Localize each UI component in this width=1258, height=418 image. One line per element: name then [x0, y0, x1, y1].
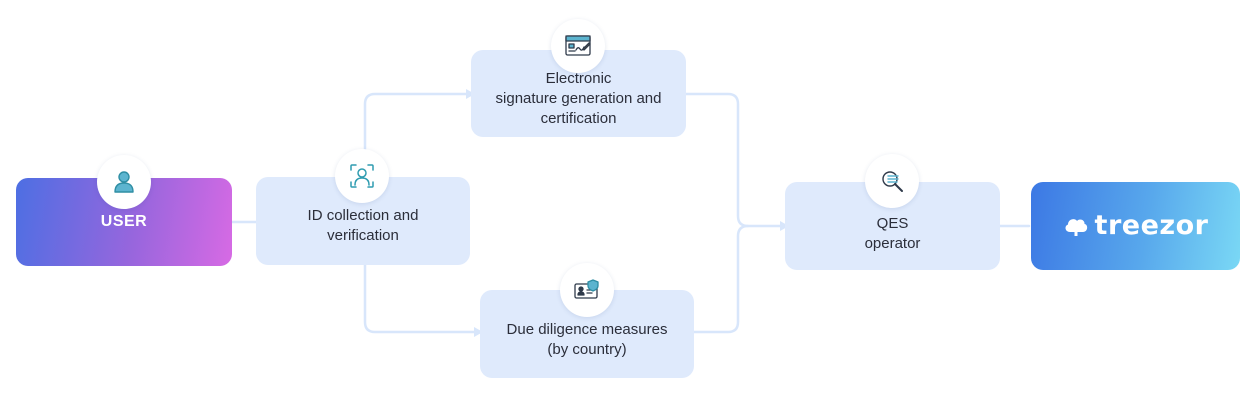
- id-collection-label: ID collection and verification: [307, 207, 419, 244]
- edge-id-to-esignature: [363, 92, 470, 179]
- cloud-logo-icon: [1065, 219, 1087, 236]
- user-node-label: USER: [100, 213, 148, 230]
- arrowhead-duediligence: [474, 327, 483, 337]
- due-diligence-badge: [560, 263, 614, 317]
- e-signature-badge: [551, 19, 605, 73]
- magnifier-icon: [882, 171, 903, 192]
- qes-label: QES operator: [864, 215, 921, 252]
- arrowhead-esignature: [466, 89, 475, 99]
- treezor-logo: treezor: [1063, 210, 1209, 241]
- user-badge: [97, 155, 151, 209]
- signature-document-icon: [565, 35, 591, 56]
- id-card-shield-icon: [574, 279, 599, 299]
- face-scan-icon: [350, 164, 374, 188]
- edge-esignature-to-qes: [684, 92, 784, 228]
- e-signature-label: Electronic signature generation and cert…: [495, 69, 662, 127]
- id-collection-badge: [335, 149, 389, 203]
- edge-id-to-duediligence: [363, 263, 478, 334]
- treezor-label: treezor: [1094, 210, 1209, 241]
- qes-badge: [865, 154, 919, 208]
- due-diligence-label: Due diligence measures (by country): [506, 321, 668, 358]
- edge-duediligence-to-qes: [692, 224, 750, 334]
- user-icon: [114, 171, 134, 193]
- arrowhead-qes: [780, 221, 789, 231]
- treezor-node: treezor: [1031, 182, 1240, 270]
